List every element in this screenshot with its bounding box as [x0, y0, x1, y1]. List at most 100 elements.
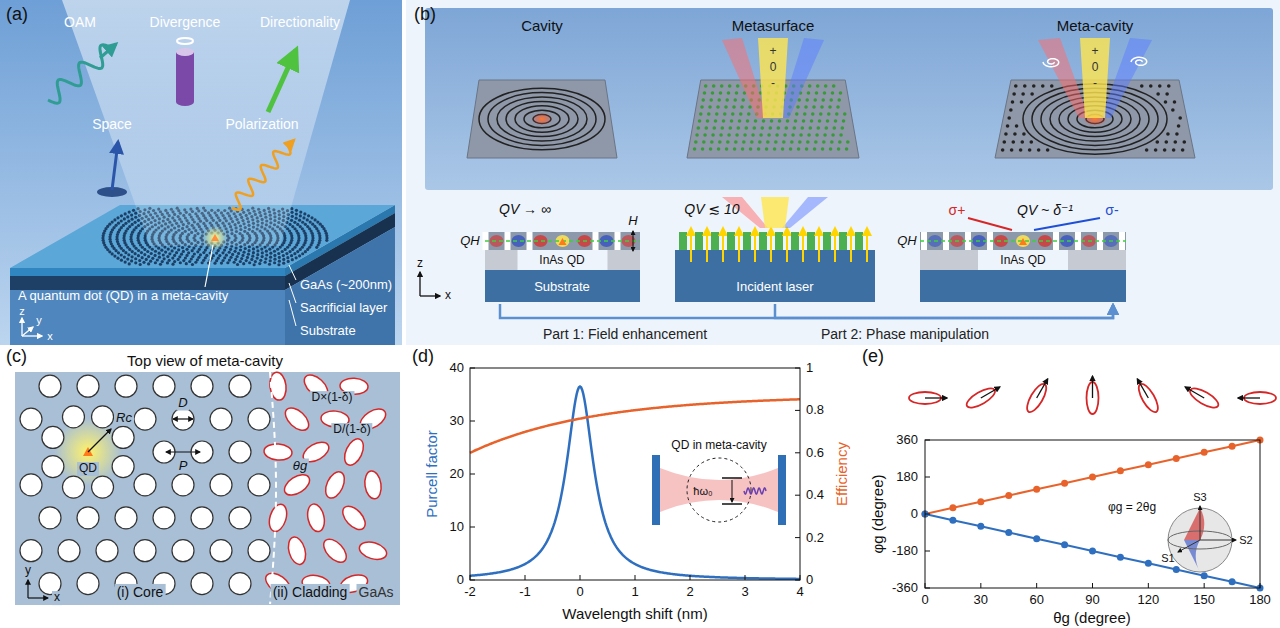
meta-atom [820, 105, 824, 109]
air-hole [77, 573, 99, 595]
hole [298, 219, 301, 222]
phase-arrow [722, 228, 724, 262]
air-hole [115, 507, 137, 529]
meta-atom [747, 112, 751, 116]
hole [259, 259, 262, 262]
sphere-axis [1200, 506, 1201, 540]
tick-mark [795, 537, 800, 538]
tick-label: 180 [1249, 593, 1271, 608]
hole [215, 252, 218, 255]
tick-mark [795, 410, 800, 411]
elliptical-hole [305, 502, 327, 533]
tick-mark [925, 514, 930, 515]
air-hole [229, 375, 251, 397]
data-point [1201, 572, 1208, 579]
spin-label: σ+ [949, 202, 966, 218]
tick-label: 10 [450, 520, 464, 535]
hole [254, 260, 257, 263]
meta-atom [736, 126, 740, 130]
meta-atom [722, 119, 726, 123]
meta-atom [1155, 140, 1159, 144]
mirror [652, 455, 660, 525]
hole [171, 263, 174, 266]
meta-atom [757, 147, 761, 151]
data-point [1229, 578, 1236, 585]
tick-mark [580, 575, 581, 580]
hole [192, 246, 195, 249]
hole [177, 258, 180, 261]
plot-frame [925, 440, 1260, 588]
meta-atom [816, 84, 820, 88]
divergence-ring [177, 38, 193, 44]
meta-atom [700, 105, 704, 109]
tick-mark [800, 575, 801, 580]
meta-atom [1023, 84, 1027, 88]
meta-atom [770, 119, 774, 123]
hole [191, 249, 194, 252]
hole [113, 218, 116, 221]
air-hole [92, 406, 114, 428]
tick-mark [925, 440, 930, 441]
hole [250, 258, 253, 261]
hole [154, 261, 157, 264]
data-point [1173, 566, 1180, 573]
hole [126, 215, 129, 218]
tick-label: 60 [1029, 593, 1043, 608]
meta-atom [1015, 124, 1019, 128]
hole [168, 252, 171, 255]
photon-wave [744, 488, 766, 494]
meta-atom [1041, 84, 1045, 88]
cavity-ring [479, 88, 605, 150]
hole [158, 252, 161, 255]
tick-label: 90 [1085, 593, 1099, 608]
tick-label: 3 [741, 585, 748, 600]
hole [134, 257, 137, 260]
meta-atom [695, 133, 699, 137]
gaas-slab [920, 232, 1126, 250]
cladding-holes [262, 371, 389, 598]
energy-level [722, 477, 742, 479]
hole [291, 248, 294, 251]
pedestal [920, 250, 978, 270]
air-hole [112, 456, 134, 478]
air-hole [191, 573, 213, 595]
data-point [1089, 474, 1096, 481]
data-point [1033, 486, 1040, 493]
phase-arrow [706, 228, 708, 262]
hole [132, 209, 135, 212]
energy-label: ħω₀ [693, 485, 712, 498]
polarization-wave [232, 146, 290, 210]
emission-cone [62, 0, 350, 246]
hole [167, 247, 170, 250]
meta-atom [746, 119, 750, 123]
meta-atom [797, 98, 801, 102]
meta-atom [803, 112, 807, 116]
tick-label: 0 [921, 593, 928, 608]
hole [310, 216, 313, 219]
meta-atom [724, 105, 728, 109]
inset-title: QD in meta-cavity [671, 439, 766, 453]
air-hole [115, 375, 137, 397]
air-hole [172, 540, 194, 562]
gaas-slab [485, 232, 640, 250]
hole [185, 262, 188, 265]
meta-atom [1145, 148, 1149, 152]
meta-atom [750, 140, 754, 144]
hole [273, 250, 276, 253]
order-label: 0 [770, 61, 777, 75]
meta-atom [1013, 132, 1017, 136]
air-hole [134, 540, 156, 562]
phase-line [925, 440, 1260, 514]
region-label: (ii) Cladding [271, 584, 350, 600]
hole [295, 217, 298, 220]
qd-label: InAs QD [539, 254, 584, 268]
hole [246, 256, 249, 259]
hole [277, 252, 280, 255]
hole [171, 249, 174, 252]
meta-atom [800, 126, 804, 130]
hole [226, 261, 229, 264]
panel-a [0, 0, 402, 345]
meta-atom [767, 133, 771, 137]
dimension-label: D [176, 396, 189, 411]
